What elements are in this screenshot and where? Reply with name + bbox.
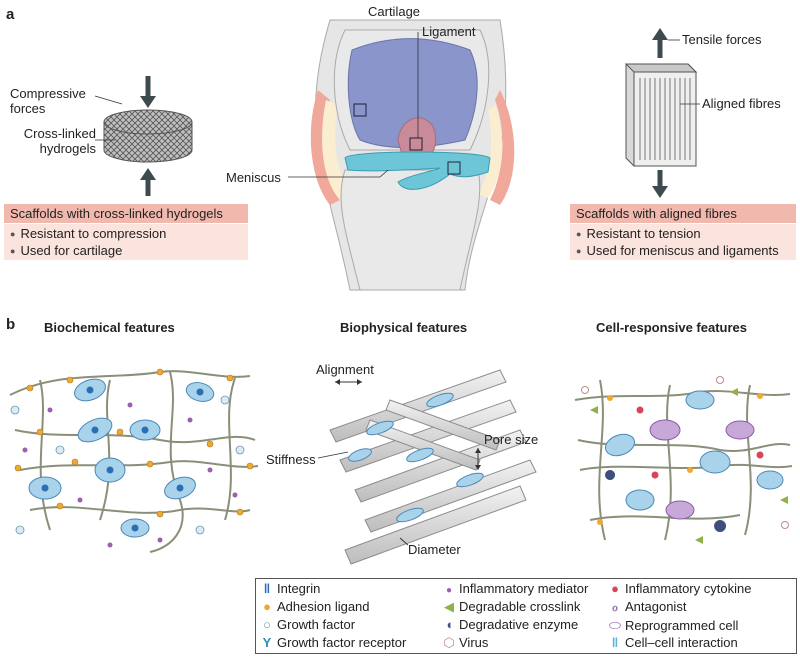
virus-icon: ⬡ — [443, 635, 455, 650]
aligned-fibre-scaffold-properties: Resistant to tension Used for meniscus a… — [570, 224, 796, 260]
cell-cell-interaction-icon: ‖ — [611, 635, 619, 650]
inflammatory-mediator-icon: ● — [445, 585, 453, 596]
stiffness-label: Stiffness — [266, 452, 316, 467]
tension-arrow-top — [652, 28, 668, 58]
legend-inflammatory-mediator: ●Inflammatory mediator — [442, 581, 588, 599]
integrin-icon: ‖ — [263, 581, 271, 596]
legend-inflammatory-cytokine: ●Inflammatory cytokine — [608, 581, 751, 597]
hydrogel-cylinder — [103, 109, 193, 163]
aligned-bullet-1: Resistant to tension — [576, 226, 790, 243]
biochemical-cells — [28, 378, 215, 538]
aligned-fibre-block — [624, 63, 698, 167]
cartilage-label: Cartilage — [368, 4, 421, 19]
hydrogel-scaffold-properties: Resistant to compression Used for cartil… — [4, 224, 248, 260]
growth-factor-receptor-icon: Y — [262, 635, 272, 650]
legend-adhesion-ligand: ●Adhesion ligand — [260, 599, 369, 615]
growth-factor-icon: ○ — [263, 617, 271, 632]
legend-degradative-enzyme: ◖Degradative enzyme — [442, 617, 578, 633]
legend-integrin: ‖Integrin — [260, 581, 321, 597]
knee-joint — [310, 19, 515, 291]
tibia — [340, 169, 481, 291]
adhesion-ligand-icon: ● — [263, 599, 271, 614]
legend: ‖Integrin ●Adhesion ligand ○Growth facto… — [255, 578, 797, 654]
biophysical-fibres — [329, 369, 537, 565]
meniscus-region — [344, 151, 491, 190]
growth-factor-dots — [10, 395, 245, 535]
biochemical-features-title: Biochemical features — [44, 320, 175, 335]
meniscus-label: Meniscus — [226, 170, 281, 185]
legend-cell-cell-interaction: ‖Cell–cell interaction — [608, 635, 738, 651]
legend-growth-factor: ○Growth factor — [260, 617, 355, 633]
inflammatory-cytokine-icon: ● — [611, 581, 619, 596]
cartilage-region — [347, 38, 478, 148]
cell-responsive-features-title: Cell-responsive features — [596, 320, 748, 335]
biophysical-features-title: Biophysical features — [340, 320, 468, 335]
pore-size-label: Pore size — [484, 432, 539, 447]
degradative-enzyme-icon: ◖ — [445, 617, 453, 632]
inflammatory-mediator-dots — [22, 402, 238, 548]
hydrogel-bullet-2: Used for cartilage — [10, 243, 242, 260]
adhesion-ligand-dots — [14, 368, 254, 518]
ligament-label: Ligament — [422, 24, 476, 39]
biochemical-network — [9, 370, 259, 553]
legend-degradable-crosslink: ◀Degradable crosslink — [444, 599, 581, 614]
legend-reprogrammed-cell: ⬭Reprogrammed cell — [609, 617, 739, 633]
aligned-fibres-label: Aligned fibres — [702, 96, 781, 111]
hydrogel-bullet-1: Resistant to compression — [10, 226, 242, 243]
compressive-forces-label: Compressive forces — [10, 86, 86, 116]
cross-linked-hydrogels-label: Cross-linked hydrogels — [23, 126, 96, 156]
alignment-label: Alignment — [316, 362, 374, 377]
antagonist-icon: ℴ — [611, 599, 618, 614]
tension-arrow-bottom — [652, 170, 668, 198]
panel-b-letter: b — [6, 316, 16, 333]
degradable-crosslink-icon: ◀ — [444, 599, 454, 614]
panel-a-letter: a — [6, 6, 15, 23]
reprogrammed-cell-icon: ⬭ — [609, 617, 621, 633]
aligned-fibre-scaffold-title: Scaffolds with aligned fibres — [570, 204, 796, 223]
compression-arrow-bottom — [140, 168, 156, 196]
legend-virus: ⬡Virus — [443, 635, 489, 650]
diameter-label: Diameter — [408, 542, 461, 557]
aligned-bullet-2: Used for meniscus and ligaments — [576, 243, 790, 260]
compression-arrow-top — [140, 76, 156, 108]
tensile-forces-label: Tensile forces — [682, 32, 762, 47]
hydrogel-scaffold-title: Scaffolds with cross-linked hydrogels — [4, 204, 248, 223]
